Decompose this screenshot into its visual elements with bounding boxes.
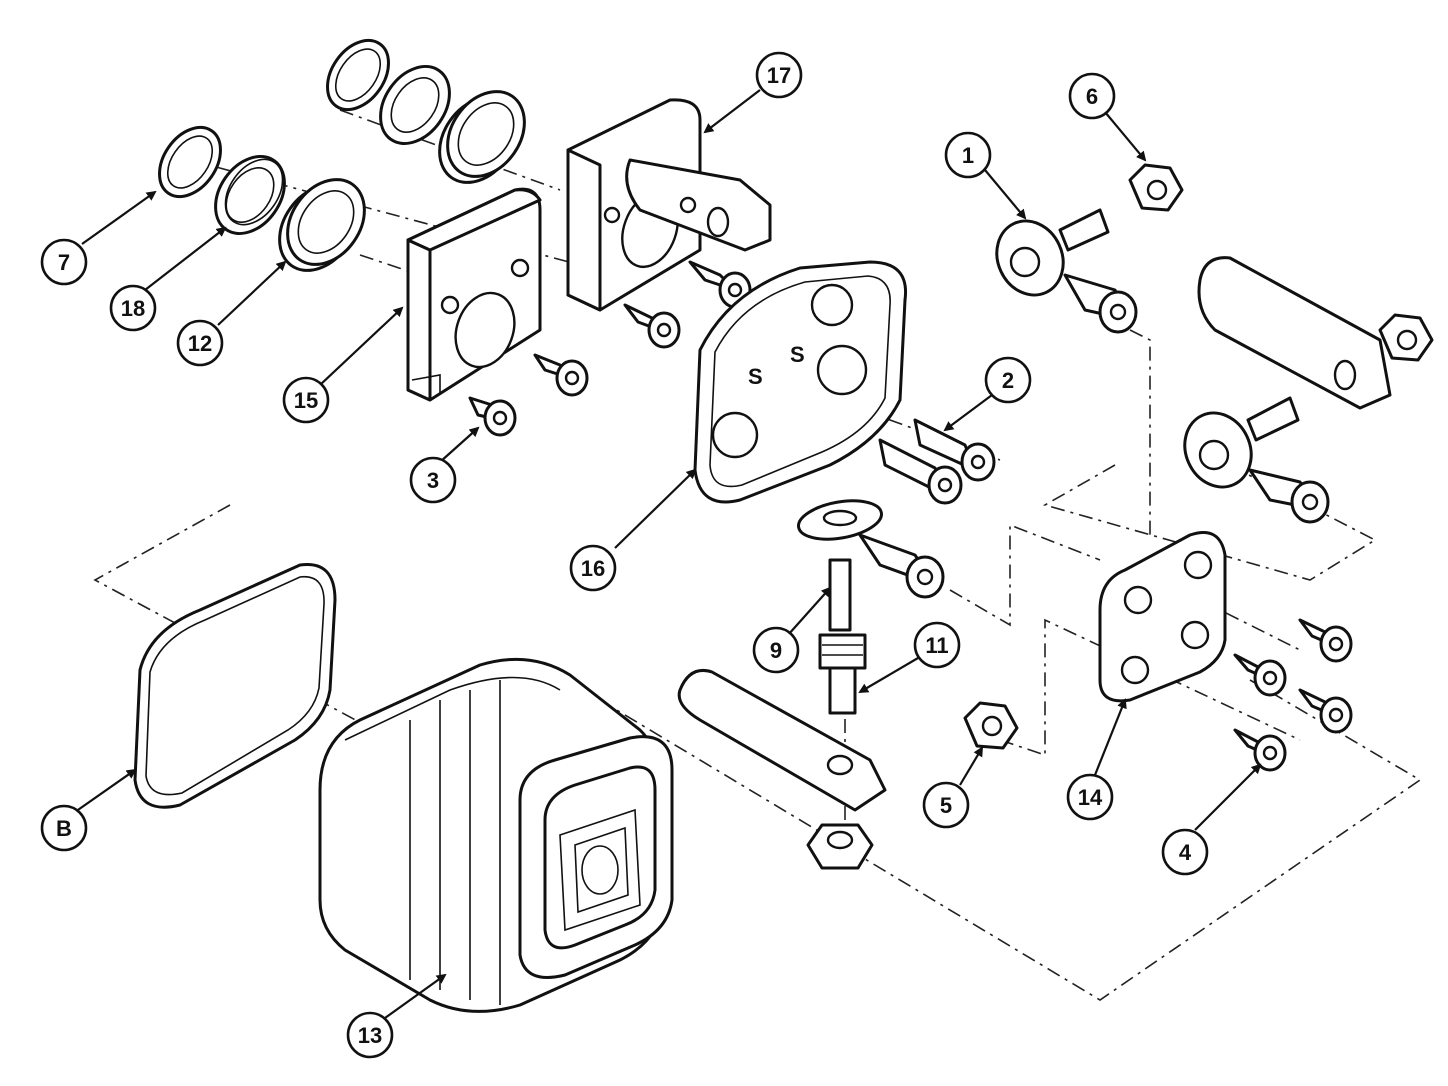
- callout-3: 3: [409, 456, 457, 504]
- callout-label: 17: [767, 63, 791, 88]
- callout-label: 16: [581, 556, 605, 581]
- mounting-plate-14: [1098, 531, 1227, 703]
- rod-end-1: [995, 208, 1138, 334]
- callout-17: 17: [755, 51, 803, 99]
- callout-label: 15: [294, 388, 318, 413]
- screw-3a: [468, 396, 517, 437]
- callout-label: 2: [1002, 368, 1014, 393]
- callout-B: B: [40, 804, 88, 852]
- callout-2: 2: [984, 356, 1032, 404]
- housing-13: [318, 657, 674, 1013]
- callout-9: 9: [752, 626, 800, 674]
- hex-nut-right: [1378, 313, 1434, 362]
- hex-nut-5: [963, 701, 1019, 750]
- seal-ring-12: [278, 178, 366, 272]
- callout-14: 14: [1066, 773, 1114, 821]
- callout-label: 9: [770, 638, 782, 663]
- hex-nut-6: [1128, 163, 1184, 212]
- callout-label: 13: [358, 1023, 382, 1048]
- callout-15: 15: [282, 376, 330, 424]
- rod-end-9: [797, 499, 945, 632]
- o-ring-18: [214, 155, 286, 235]
- callout-13: 13: [346, 1011, 394, 1059]
- end-plate-15: [406, 187, 542, 402]
- clevis-right: [1197, 256, 1392, 410]
- callout-5: 5: [922, 781, 970, 829]
- callout-11: 11: [913, 621, 961, 669]
- callout-label: 3: [427, 468, 439, 493]
- callout-label: 18: [121, 296, 145, 321]
- callout-label: 6: [1086, 84, 1098, 109]
- callout-16: 16: [569, 544, 617, 592]
- screw-3b: [533, 353, 589, 397]
- gasket-B: [133, 562, 337, 809]
- lower-clevis: [677, 669, 887, 812]
- callout-6: 6: [1068, 72, 1116, 120]
- callout-label: 14: [1078, 785, 1103, 810]
- cover-plate-16: S S: [693, 260, 908, 504]
- callout-7: 7: [40, 238, 88, 286]
- mark-s-right: S: [790, 342, 805, 367]
- callout-12: 12: [176, 319, 224, 367]
- callout-18: 18: [109, 284, 157, 332]
- screw-17b: [623, 303, 681, 349]
- clevis-bracket-17: [566, 98, 772, 312]
- callout-label: 1: [962, 143, 974, 168]
- callout-label: 7: [58, 250, 70, 275]
- rod-end-right: [1183, 396, 1330, 524]
- callout-label: 11: [925, 633, 948, 658]
- callout-label: 4: [1179, 840, 1192, 865]
- screws-4: [1233, 618, 1353, 772]
- long-screws-2: [878, 418, 996, 505]
- hex-nut-lower: [806, 823, 874, 870]
- top-washer-set: [326, 38, 526, 184]
- threaded-stud-11: [818, 633, 867, 715]
- callout-label: 12: [188, 331, 212, 356]
- callout-label: B: [56, 816, 72, 841]
- callout-4: 4: [1161, 828, 1209, 876]
- callout-label: 5: [940, 793, 952, 818]
- callout-1: 1: [944, 131, 992, 179]
- washer-7: [158, 125, 222, 199]
- leader-lines: [74, 89, 1262, 1019]
- mark-s-left: S: [748, 364, 763, 389]
